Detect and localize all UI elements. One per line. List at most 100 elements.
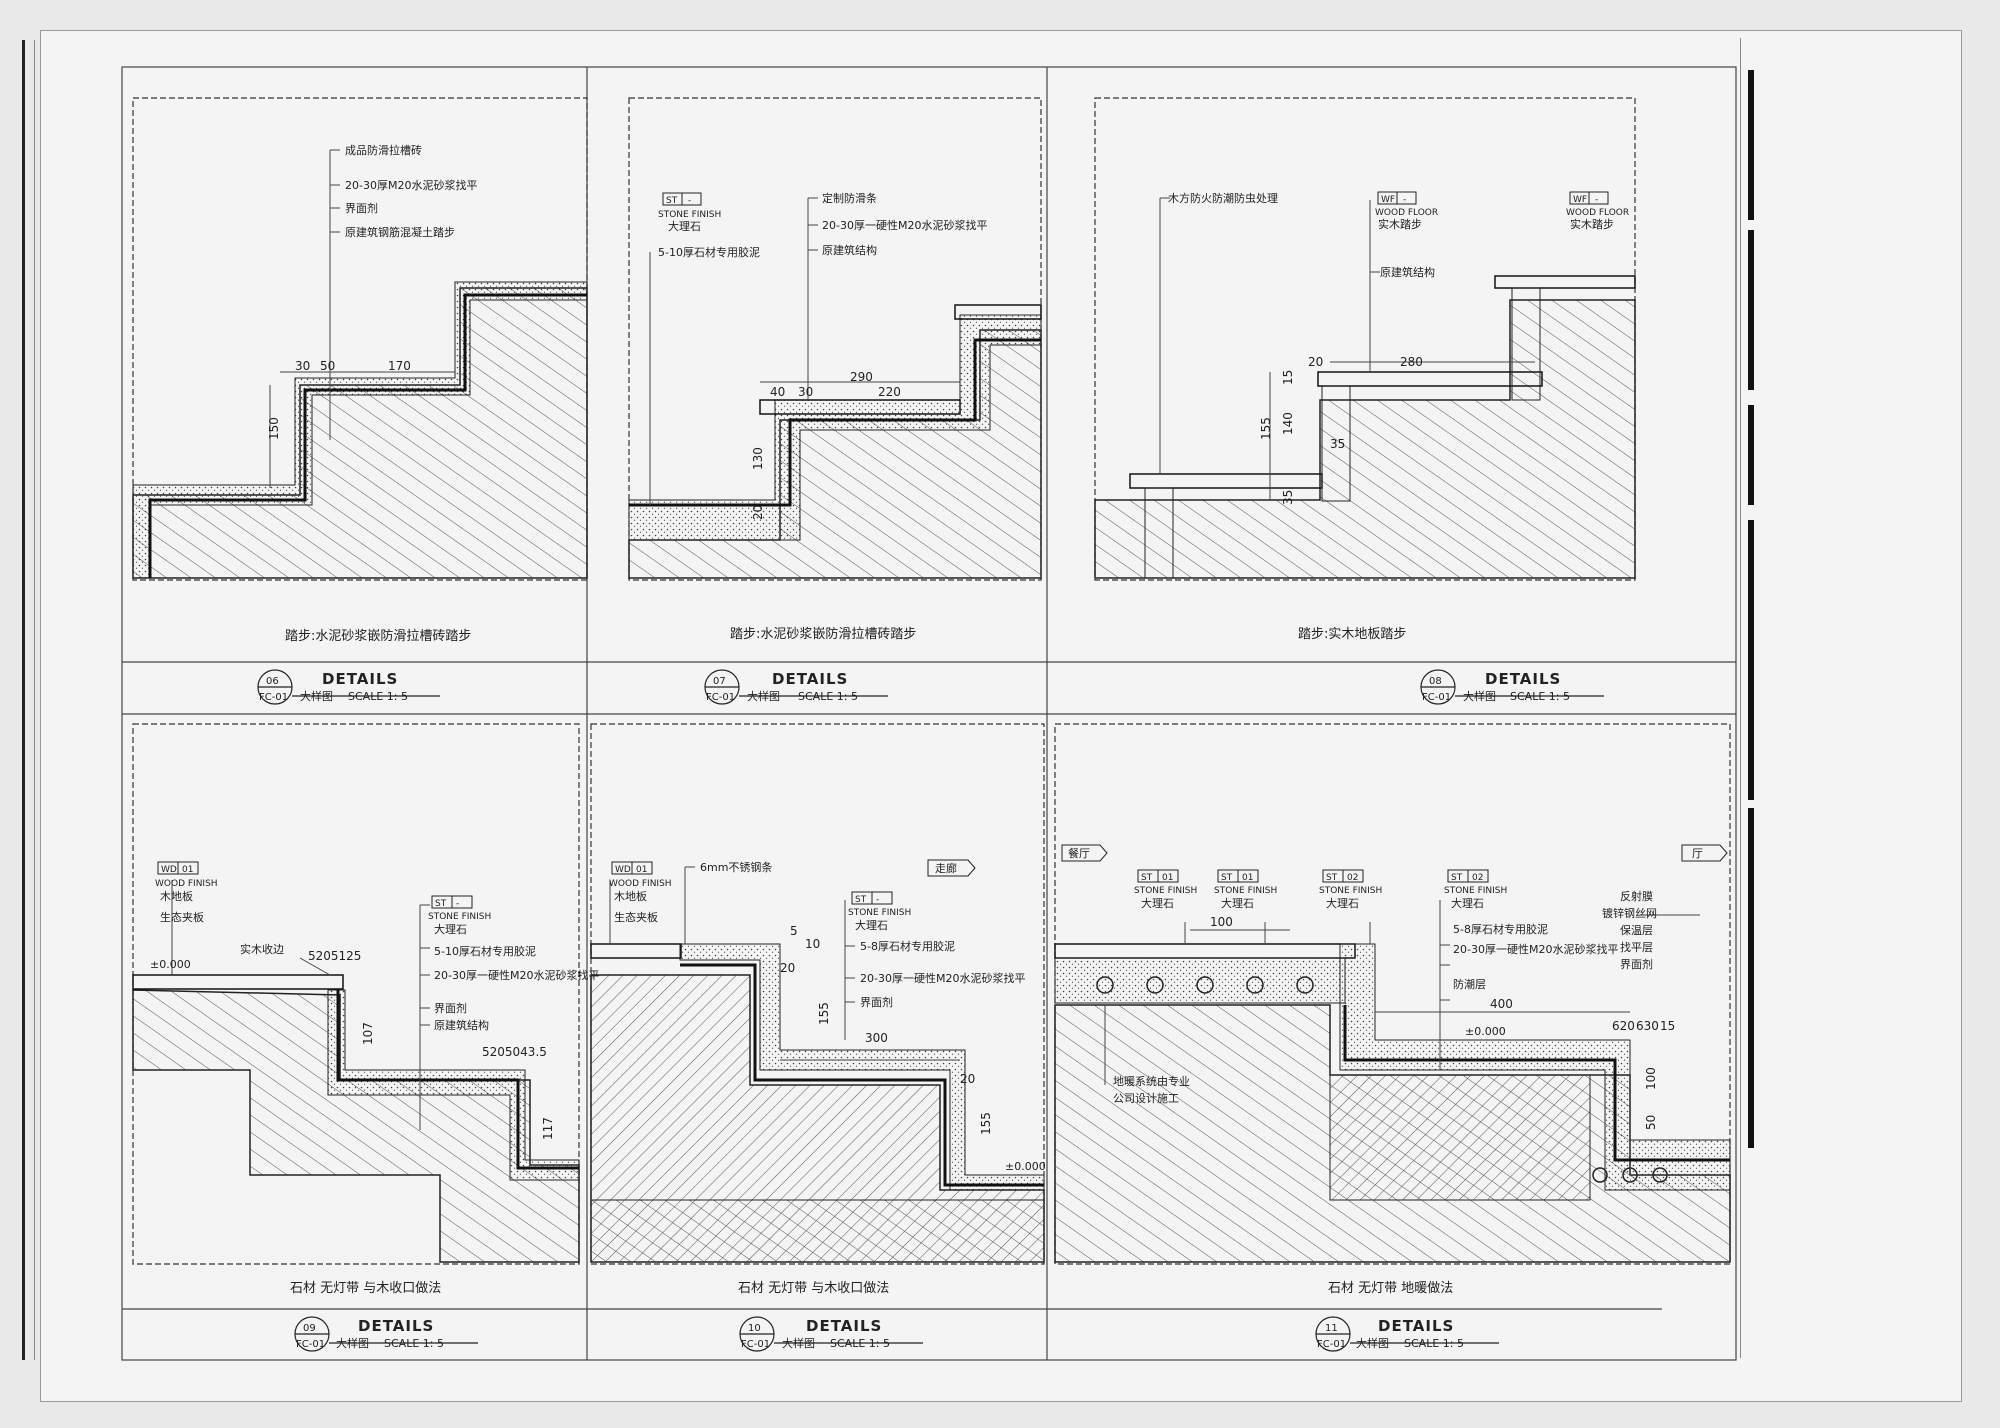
tag-07-label: STONE FINISH [658, 210, 721, 220]
title-11-num: 11 [1325, 1323, 1338, 1334]
tag2-09-code2: - [456, 899, 459, 909]
title-09-num: 09 [303, 1323, 316, 1334]
tag2-08-name: 实木踏步 [1570, 217, 1614, 231]
title-06-scale: SCALE 1: 5 [348, 690, 408, 703]
panel-06: 成品防滑拉槽砖 20-30厚M20水泥砂浆找平 界面剂 原建筑钢筋混凝土踏步 3… [132, 143, 588, 644]
tag-07-code: ST [666, 196, 678, 206]
title-11-name: DETAILS [1378, 1317, 1454, 1335]
note-08-2: 原建筑结构 [1380, 265, 1435, 279]
tag-11d-label: STONE FINISH [1444, 886, 1507, 896]
panel-09: WD 01 WOOD FINISH 木地板 生态夹板 实木收边 ST - STO… [132, 861, 599, 1296]
note-11-4: 地暖系统由专业 [1113, 1074, 1190, 1088]
tag-11a-label: STONE FINISH [1134, 886, 1197, 896]
room2-11: 厅 [1692, 847, 1703, 860]
note-10-4: 20-30厚一硬性M20水泥砂浆找平 [860, 971, 1025, 985]
dim-09-2: 107 [361, 1022, 375, 1045]
title-08-num: 08 [1429, 676, 1442, 687]
title-07-ref: FC-01 [706, 692, 735, 703]
note-09-6: 原建筑结构 [434, 1018, 489, 1032]
dim-11-7: 50 [1644, 1115, 1658, 1130]
title-07-sub: 大样图 [747, 689, 780, 703]
note-10-1: 生态夹板 [614, 910, 658, 924]
note-07-3: 20-30厚一硬性M20水泥砂浆找平 [822, 218, 987, 232]
tag-11c-label: STONE FINISH [1319, 886, 1382, 896]
caption-08: 踏步:实木地板踏步 [1298, 627, 1406, 642]
tag2-10-name: 大理石 [855, 918, 888, 932]
title-08-sub: 大样图 [1463, 689, 1496, 703]
tag2-09-label: STONE FINISH [428, 912, 491, 922]
tag-11d-code2: 02 [1472, 873, 1483, 883]
note-06-2: 20-30厚M20水泥砂浆找平 [345, 178, 477, 192]
dim-06-4: 150 [267, 417, 281, 440]
title-06-ref: FC-01 [259, 692, 288, 703]
dim-09-1: 5205125 [308, 949, 361, 963]
note-09-5: 界面剂 [434, 1001, 467, 1015]
tag-11a-name: 大理石 [1141, 896, 1174, 910]
tag-09-name: 木地板 [160, 889, 193, 903]
note-08-1: 木方防火防潮防虫处理 [1168, 191, 1278, 205]
dim-07-4: 220 [878, 385, 901, 399]
dim-10-5: 300 [865, 1031, 888, 1045]
title-07-name: DETAILS [772, 670, 848, 688]
tag-08-code2: - [1403, 195, 1406, 205]
caption-06: 踏步:水泥砂浆嵌防滑拉槽砖踏步 [285, 628, 471, 644]
dim-08-3: 155 [1259, 417, 1273, 440]
caption-10: 石材 无灯带 与木收口做法 [738, 1281, 889, 1296]
tag-11a-code2: 01 [1162, 873, 1173, 883]
tag-11b-name: 大理石 [1221, 896, 1254, 910]
note-11-r5: 界面剂 [1620, 957, 1653, 971]
note-11-5: 公司设计施工 [1113, 1092, 1179, 1105]
tag3-10: 走廊 [935, 861, 957, 875]
title-10: 10 FC-01 DETAILS 大样图 SCALE 1: 5 [741, 1317, 890, 1350]
frame-border-left-thin [34, 40, 35, 1360]
title-10-num: 10 [748, 1323, 761, 1334]
dim-10-2: 10 [805, 937, 820, 951]
panel-10: WD 01 WOOD FINISH 木地板 生态夹板 6mm不锈钢条 ST - … [590, 859, 1046, 1296]
dim-08-5: 35 [1330, 437, 1345, 451]
note-11-r3: 保温层 [1620, 923, 1653, 937]
tag2-08-code2: - [1595, 195, 1598, 205]
dim-07-1: 40 [770, 385, 785, 399]
tag2-10-code2: - [876, 895, 879, 905]
dim-11-2: 400 [1490, 997, 1513, 1011]
title-09: 09 FC-01 DETAILS 大样图 SCALE 1: 5 [296, 1317, 444, 1350]
title-10-name: DETAILS [806, 1317, 882, 1335]
title-10-ref: FC-01 [741, 1339, 770, 1350]
title-08: 08 FC-01 DETAILS 大样图 SCALE 1: 5 [1422, 670, 1570, 703]
dim-07-5: 130 [751, 447, 765, 470]
note-09-1: 生态夹板 [160, 910, 204, 924]
tag2-10-label: STONE FINISH [848, 908, 911, 918]
dim-06-3: 170 [388, 359, 411, 373]
title-07-num: 07 [713, 676, 726, 687]
tags-11: ST 01 STONE FINISH 大理石 ST 01 STONE FINIS… [1134, 869, 1507, 910]
title-blocks [257, 669, 1604, 1352]
caption-09: 石材 无灯带 与木收口做法 [290, 1281, 441, 1296]
tag2-09-name: 大理石 [434, 922, 467, 936]
tag-11b-code: ST [1221, 873, 1233, 883]
title-11-scale: SCALE 1: 5 [1404, 1337, 1464, 1350]
dim-07-6: 20 [751, 505, 765, 520]
title-11-sub: 大样图 [1356, 1336, 1389, 1350]
tag-10-code2: 01 [636, 865, 647, 875]
tag-10-code: WD [615, 865, 631, 875]
note-10-3: 5-8厚石材专用胶泥 [860, 939, 955, 953]
note-10-2: 6mm不锈钢条 [700, 860, 772, 874]
tag-09-code2: 01 [182, 865, 193, 875]
tag-08-code: WF [1381, 195, 1395, 205]
title-11: 11 FC-01 DETAILS 大样图 SCALE 1: 5 [1317, 1317, 1464, 1350]
note-09-2: 实木收边 [240, 942, 284, 956]
tag-07-code2: - [688, 196, 691, 206]
note-07-1: 5-10厚石材专用胶泥 [658, 245, 760, 259]
title-07-scale: SCALE 1: 5 [798, 690, 858, 703]
title-07: 07 FC-01 DETAILS 大样图 SCALE 1: 5 [706, 670, 858, 703]
note-11-r2: 镀锌钢丝网 [1602, 906, 1657, 920]
tag-10-label: WOOD FINISH [609, 879, 672, 889]
title-06-name: DETAILS [322, 670, 398, 688]
dim-11-5: 15 [1660, 1019, 1675, 1033]
dim-07-2: 30 [798, 385, 813, 399]
level-09: ±0.000 [150, 958, 191, 971]
dim-08-7: 15 [1281, 370, 1295, 385]
note-07-2: 定制防滑条 [822, 191, 877, 205]
tag-11b-label: STONE FINISH [1214, 886, 1277, 896]
note-07-4: 原建筑结构 [822, 243, 877, 257]
